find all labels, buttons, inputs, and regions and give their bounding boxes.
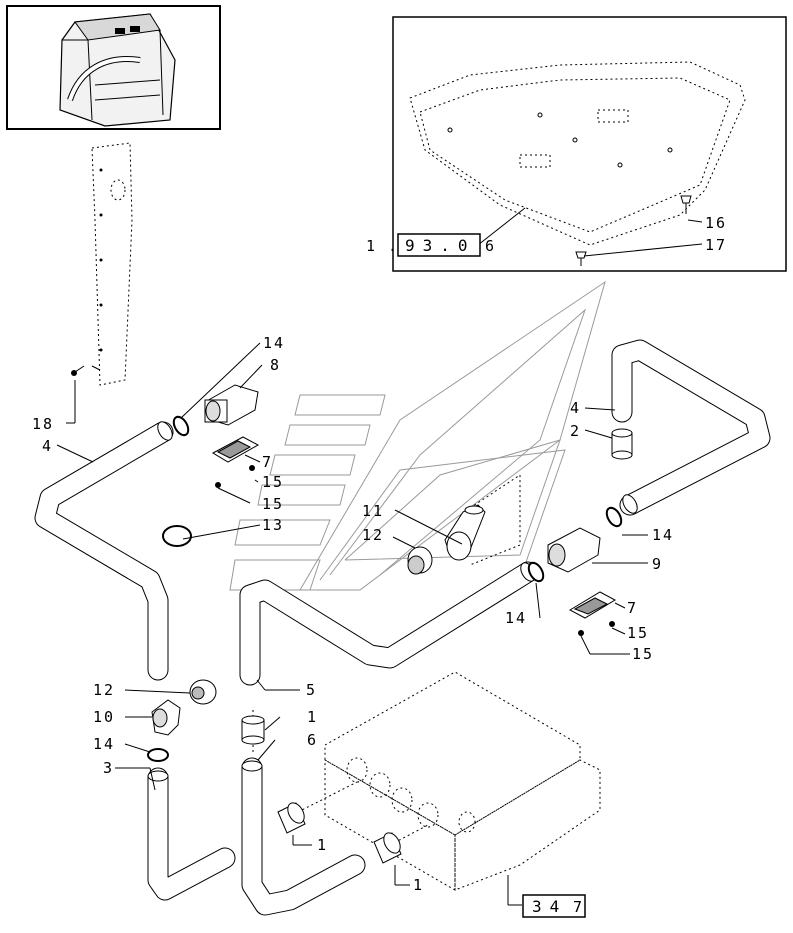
pipe-6: [241, 757, 366, 916]
ref-box-1-text: 93.0: [405, 236, 476, 255]
callout-3: 3: [103, 759, 114, 777]
ref-box-2-text: 34: [532, 897, 567, 916]
callout-9: 9: [652, 555, 663, 573]
part-7-clip-right: [568, 591, 617, 619]
callout-14-c: 14: [505, 609, 527, 627]
cab-pillar: [91, 142, 133, 386]
watermark-logo: [229, 280, 606, 591]
callout-15-d: 15: [632, 645, 654, 663]
leader-lines: [56, 207, 703, 906]
screw-16: [680, 195, 692, 214]
heater-box: [252, 671, 601, 891]
ring-14-parts: [147, 415, 623, 762]
callout-15-b: 15: [262, 495, 284, 513]
callout-11: 11: [362, 502, 384, 520]
connector-11: [444, 504, 486, 561]
sleeve-2: [611, 428, 633, 460]
pipe-4-left: [34, 421, 174, 681]
ref-suffix: 6: [485, 237, 496, 255]
callout-14-a: 14: [263, 334, 285, 352]
callout-15-a: 15: [262, 473, 284, 491]
pipe-4-right: [611, 339, 771, 516]
cab-locator-frame: [6, 5, 221, 130]
callout-7-a: 7: [262, 453, 273, 471]
callout-8: 8: [270, 356, 281, 374]
callout-16: 16: [705, 214, 727, 232]
screw-17: [575, 251, 587, 266]
nut-15-parts: [215, 465, 615, 636]
ref-box-347: [522, 894, 586, 918]
callout-1-b: 1: [317, 836, 328, 854]
callout-5: 5: [306, 681, 317, 699]
plug-12-right: [407, 546, 433, 575]
sleeve-1-mid: [277, 802, 306, 834]
part-8-housing: [204, 384, 259, 426]
guide-lines-11: [469, 474, 521, 566]
callout-12-b: 12: [93, 681, 115, 699]
ref-prefix: 1 .: [366, 237, 399, 255]
callout-7-b: 7: [627, 599, 638, 617]
pipe-5: [239, 561, 539, 686]
cab-thumbnail: [59, 13, 176, 127]
part-7-clip-left: [211, 436, 260, 463]
ref-box-93: [397, 233, 481, 257]
callout-14-b: 14: [652, 526, 674, 544]
clamp-13: [162, 525, 192, 547]
callout-18: 18: [32, 415, 54, 433]
roof-inset-frame: [392, 16, 787, 272]
screw-18: [71, 365, 85, 376]
connector-10: [151, 699, 181, 736]
sleeve-1-low: [373, 832, 402, 864]
part-9-housing: [547, 527, 601, 573]
ref-box-2-suffix: 7: [573, 898, 584, 916]
plug-12-left: [189, 679, 217, 705]
sleeve-1-top: [241, 715, 265, 745]
callout-4-b: 4: [570, 399, 581, 417]
pipe-3: [147, 767, 236, 901]
callout-1-a: 1: [307, 708, 318, 726]
callout-6: 6: [307, 731, 318, 749]
callout-15-c: 15: [627, 624, 649, 642]
callout-1-c: 1: [413, 876, 424, 894]
callout-2: 2: [570, 422, 581, 440]
callout-12-a: 12: [362, 526, 384, 544]
callout-17: 17: [705, 236, 727, 254]
callout-4-a: 4: [42, 437, 53, 455]
callout-14-d: 14: [93, 735, 115, 753]
callout-13: 13: [262, 516, 284, 534]
callout-10: 10: [93, 708, 115, 726]
